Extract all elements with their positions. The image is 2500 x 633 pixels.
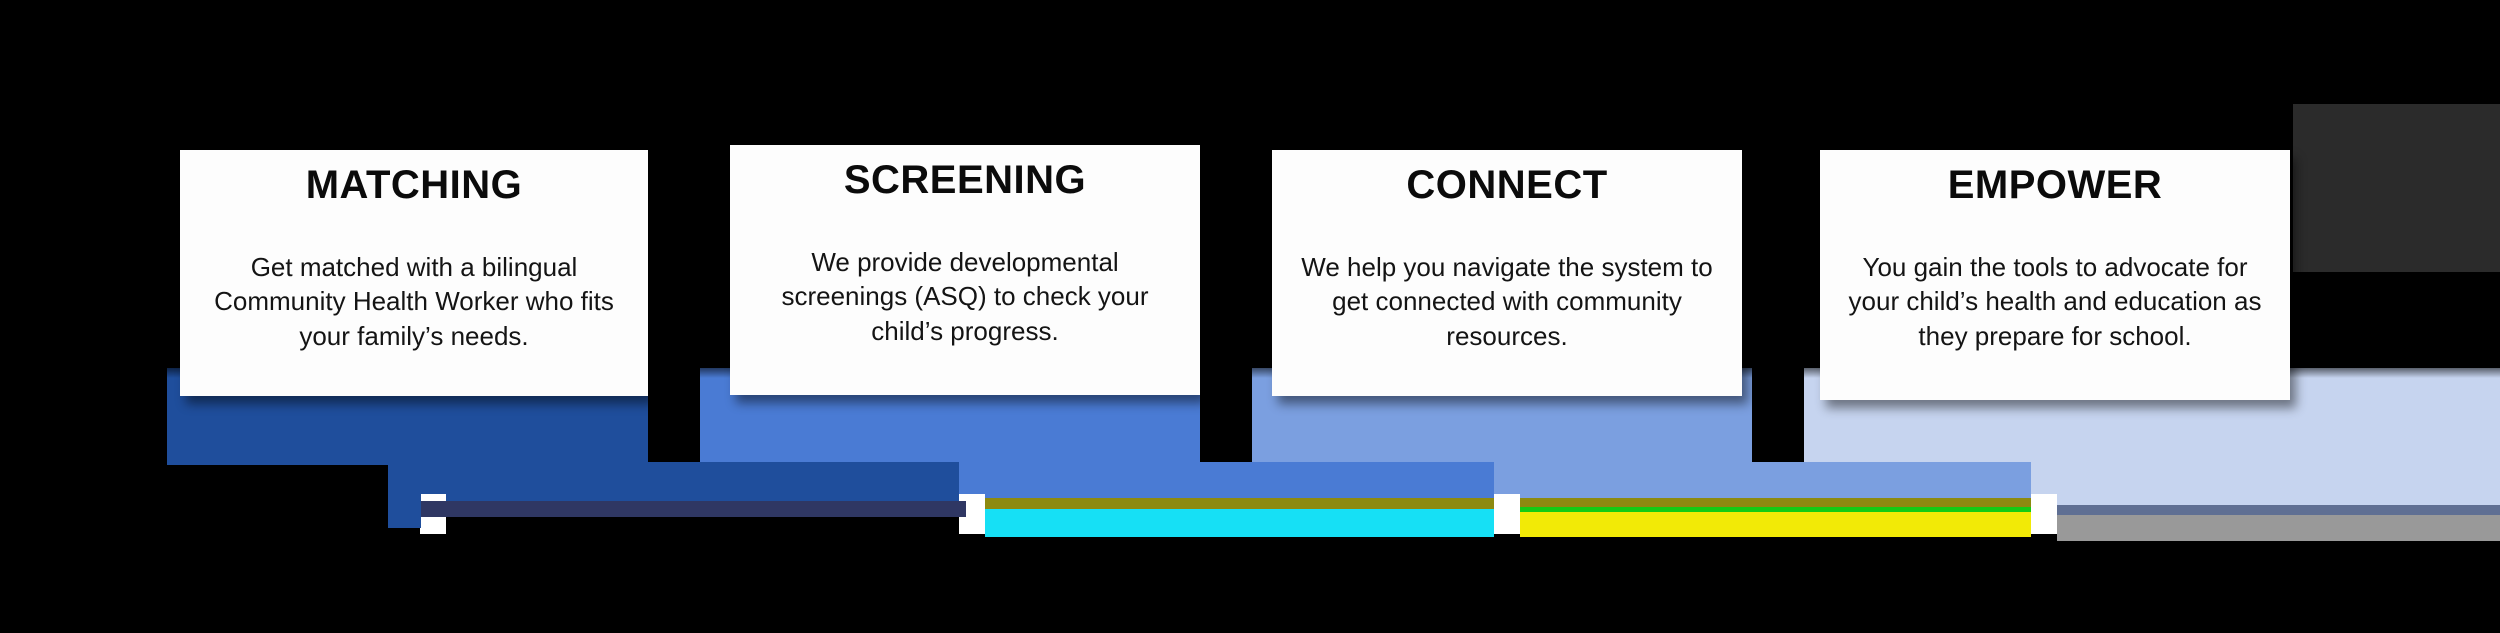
step-card-body-line: your child’s health and education as (1848, 286, 2262, 317)
step-card-connect[interactable]: CONNECT We help you navigate the system … (1272, 150, 1742, 396)
step-card-body: We provide developmental screenings (ASQ… (748, 245, 1182, 348)
step-card-body-line: screenings (ASQ) to check your (781, 281, 1149, 312)
step-card-screening[interactable]: SCREENING We provide developmental scree… (730, 145, 1200, 395)
step-card-empower[interactable]: EMPOWER You gain the tools to advocate f… (1820, 150, 2290, 400)
hairline-olive (985, 498, 1494, 509)
connector-stem (388, 462, 421, 528)
step-card-body-line: child’s progress. (871, 315, 1059, 346)
step-card-matching[interactable]: MATCHING Get matched with a bilingual Co… (180, 150, 648, 396)
step-card-title: CONNECT (1406, 163, 1608, 207)
step-card-body-line: resources. (1446, 320, 1568, 351)
step-card-title: SCREENING (843, 158, 1087, 202)
hairline-olive-2 (1520, 498, 2031, 507)
hairline-slate-2 (2057, 505, 2500, 515)
right-dark-panel (2293, 104, 2500, 272)
accent-yellow (1520, 512, 2031, 537)
step-card-body-line: Get matched with a bilingual (250, 252, 578, 282)
step-card-body-line: get connected with community (1332, 286, 1682, 317)
arrow-band-empower (2031, 462, 2500, 510)
arrow-notch-4 (2031, 494, 2057, 534)
accent-cyan (985, 509, 1494, 537)
accent-navy (420, 513, 966, 517)
arrow-notch-3 (1494, 494, 1520, 534)
step-card-body: We help you navigate the system to get c… (1290, 250, 1724, 353)
hairline-slate (420, 501, 966, 513)
step-card-body-line: they prepare for school. (1918, 320, 2192, 351)
step-card-body-line: Community Health Worker who fits (214, 286, 614, 317)
step-card-body: You gain the tools to advocate for your … (1838, 250, 2272, 353)
accent-gray (2057, 515, 2500, 541)
step-card-body-line: You gain the tools to advocate for (1862, 252, 2248, 282)
step-card-body-line: your family’s needs. (299, 320, 529, 351)
step-card-body-line: We help you navigate the system to (1301, 252, 1713, 282)
step-card-body: Get matched with a bilingual Community H… (198, 250, 630, 353)
step-card-body-line: We provide developmental (811, 247, 1119, 277)
step-card-title: EMPOWER (1947, 163, 2163, 207)
hairline-green (1520, 507, 2031, 512)
step-card-title: MATCHING (305, 163, 523, 207)
